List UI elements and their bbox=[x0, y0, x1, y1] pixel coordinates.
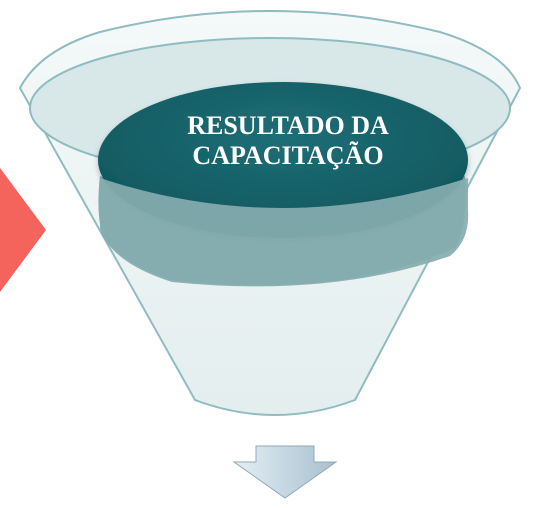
left-arrow-shape bbox=[0, 168, 46, 292]
inner-ellipse bbox=[98, 82, 468, 238]
funnel-label-line-1: RESULTADO DA bbox=[187, 111, 389, 140]
liquid-overlap bbox=[100, 178, 469, 287]
funnel-label-line-2: CAPACITAÇÃO bbox=[192, 141, 383, 170]
down-arrow-icon bbox=[232, 445, 338, 499]
